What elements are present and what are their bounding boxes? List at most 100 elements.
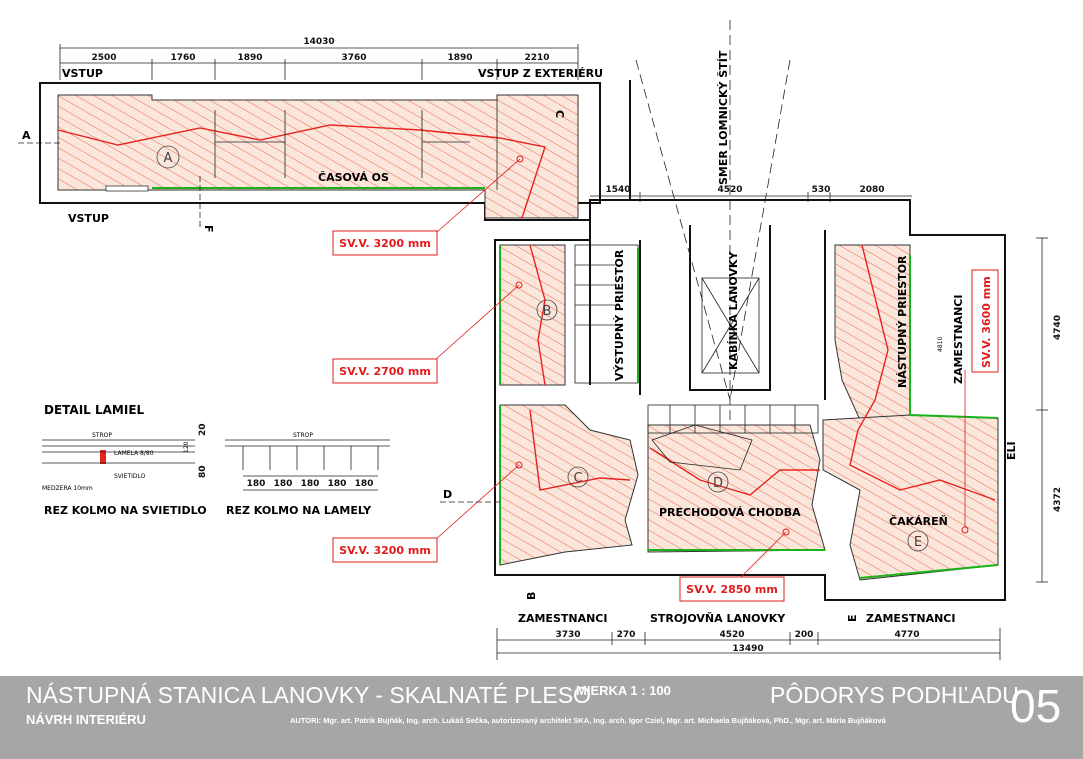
zone-marker-d [707,471,729,493]
detail-lamela: LAMELA 8/80 [114,450,154,457]
leader-a-dot [516,155,524,163]
scale-label: MIERKA 1 : 100 [576,683,671,698]
detail-section-1 [42,439,195,464]
dim-4810: 4810 [937,337,944,352]
height-c-text: SV.V. 3200 mm [339,544,431,557]
zone-letter-c: C [573,471,582,486]
label-vstup-top: VSTUP [62,67,103,80]
detail-strop-1: STROP [92,432,112,439]
label-smer: SMER LOMNICKÝ ŠTÍT [717,50,730,185]
dim-bottom-seg: 200 [795,630,814,640]
title-block: NÁSTUPNÁ STANICA LANOVKY - SKALNATÉ PLES… [0,676,1083,759]
red-line-b [529,244,546,386]
red-line-c [529,409,631,491]
section-f-label: F [202,225,215,233]
dim-bottom-seg: 270 [617,630,636,640]
ceiling-zone-e [822,414,999,581]
dim-mid-seg: 1540 [605,185,630,195]
bottom-dimension-chain [496,628,1001,660]
zone-letter-b: B [543,304,552,319]
height-b-text: SV.V. 2700 mm [339,365,431,378]
cabin [701,277,760,374]
leader-b-dot [515,281,523,289]
detail-medzera: MEDZERA 10mm [42,485,93,492]
detail-svietidlo: SVIETIDLO [114,473,146,480]
dim-bottom-seg: 3730 [555,630,580,640]
label-vystupny: VÝSTUPNÝ PRIESTOR [613,249,626,381]
zone-letter-d: D [713,476,723,491]
authors-line: AUTORI: Mgr. art. Patrik Bujňák, Ing. ar… [290,716,886,725]
height-tag-c: SV.V. 3200 mm [332,537,438,563]
section-c-label: C [553,110,566,118]
dim-mid-seg: 2080 [859,185,884,195]
detail-180: 180 [247,479,266,489]
zone-marker-c [567,466,589,488]
direction-lines [635,20,791,430]
detail-rez-2: REZ KOLMO NA LAMELY [226,504,372,517]
label-prechodova: PRECHODOVÁ CHODBA [659,506,801,519]
zone-marker-a [156,145,180,169]
dim-bottom-total: 13490 [732,644,763,654]
dim-right-seg: 4372 [1053,487,1063,512]
dim-mid-seg: 530 [812,185,831,195]
label-vstup-bottom: VSTUP [68,212,109,225]
leader-b [434,284,520,361]
project-subtitle: NÁVRH INTERIÉRU [26,712,146,727]
detail-rez-1: REZ KOLMO NA SVIETIDLO [44,504,207,517]
dim-bottom-seg: 4520 [719,630,744,640]
green-edge-e [859,255,999,579]
vystupny-room [574,244,639,384]
door-vstup [105,185,149,192]
leader-d-dot [782,528,790,536]
detail-80: 80 [198,465,208,478]
leader-c [434,464,520,541]
zone-marker-b [536,299,558,321]
height-e-text: SV.V. 3600 mm [980,276,993,368]
label-zamestnanci-br: ZAMESTNANCI [866,612,955,625]
leader-d [739,531,787,579]
leader-c-dot [515,461,523,469]
label-strojovna: STROJOVŇA LANOVKY [650,612,786,625]
label-kabinka: KABÍNKA LANOVKY [727,251,740,370]
label-vstup-exterier: VSTUP Z EXTERIÉRU [478,67,603,80]
dim-top-total: 14030 [303,37,334,47]
dim-top-seg: 1890 [447,53,472,63]
section-e-label: E [846,614,859,622]
stair-marks-a [214,100,498,190]
zone-letter-e: E [914,535,922,550]
zone-letter-a: A [164,151,173,166]
detail-title: DETAIL LAMIEL [44,403,145,417]
dim-top-seg: 2500 [91,53,116,63]
height-a-text: SV.V. 3200 mm [339,237,431,250]
dim-top-seg: 1890 [237,53,262,63]
floor-plan: 14030 2500 1760 1890 3760 1890 2210 VSTU… [18,20,1063,660]
height-tag-a: SV.V. 3200 mm [332,230,438,256]
zone-marker-e [907,530,929,552]
red-line-a [57,124,546,219]
section-b-label: B [525,592,538,600]
sheet-number: 05 [1010,680,1062,732]
height-tag-b: SV.V. 2700 mm [332,358,438,384]
height-d-text: SV.V. 2850 mm [686,583,778,596]
dim-top-seg: 1760 [170,53,195,63]
detail-20: 20 [198,423,208,436]
project-title: NÁSTUPNÁ STANICA LANOVKY - SKALNATÉ PLES… [26,682,591,708]
section-a-label: A [22,129,31,142]
detail-180: 180 [355,479,374,489]
detail-180: 180 [274,479,293,489]
dim-top-seg: 3760 [341,53,366,63]
ceiling-zone-d [647,424,826,553]
leader-a [436,158,521,233]
ceiling-zone-a [57,94,579,219]
dim-top-seg: 2210 [524,53,549,63]
dim-mid-seg: 4520 [717,185,742,195]
section-d-label: D [443,488,452,501]
detail-180: 180 [301,479,320,489]
ceiling-zone-c [499,404,639,566]
right-dimension-chain [1036,237,1048,583]
label-zamestnanci-right: ZAMESTNANCI [952,295,965,384]
label-casova-os: ČASOVÁ OS [318,171,389,184]
detail-180: 180 [328,479,347,489]
mid-dimension-chain [590,192,912,202]
sheet-title: PÔDORYS PODHĽADU [770,682,1019,708]
